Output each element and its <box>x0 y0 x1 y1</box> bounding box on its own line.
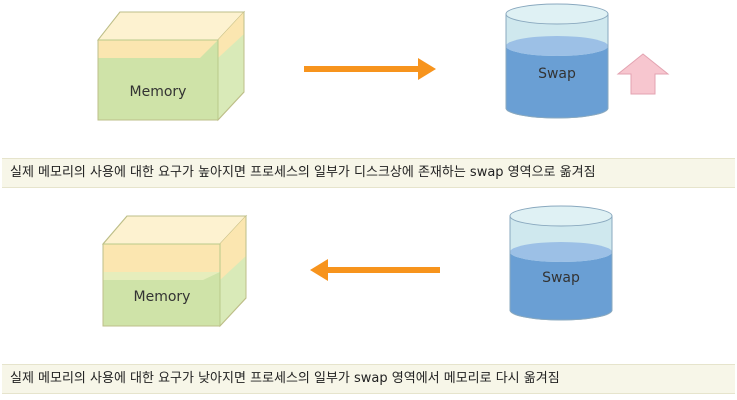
memory-cube: Memory <box>96 10 246 122</box>
swap-label: Swap <box>538 66 576 82</box>
top-panel: Memory Swap 실제 메모리의 사용에 대한 요구가 높아지면 프로세스… <box>0 0 737 190</box>
up-arrow-icon <box>616 53 670 95</box>
memory-label: Memory <box>134 289 191 305</box>
memory-label: Memory <box>130 84 187 100</box>
swap-label: Swap <box>542 270 580 286</box>
left-arrow-icon <box>310 259 440 281</box>
swap-cylinder: Swap <box>509 205 613 321</box>
top-caption: 실제 메모리의 사용에 대한 요구가 높아지면 프로세스의 일부가 디스크상에 … <box>2 158 735 188</box>
swap-cylinder: Swap <box>505 3 609 119</box>
right-arrow-icon <box>304 58 436 80</box>
bottom-diagram: Memory Swap <box>101 205 613 328</box>
memory-cube: Memory <box>101 214 248 328</box>
bottom-panel: Memory Swap 실제 메모리의 사용에 대한 요구가 낮아지면 프로세스… <box>0 196 737 400</box>
bottom-caption: 실제 메모리의 사용에 대한 요구가 낮아지면 프로세스의 일부가 swap 영… <box>2 364 735 394</box>
top-diagram: Memory Swap <box>96 3 670 122</box>
